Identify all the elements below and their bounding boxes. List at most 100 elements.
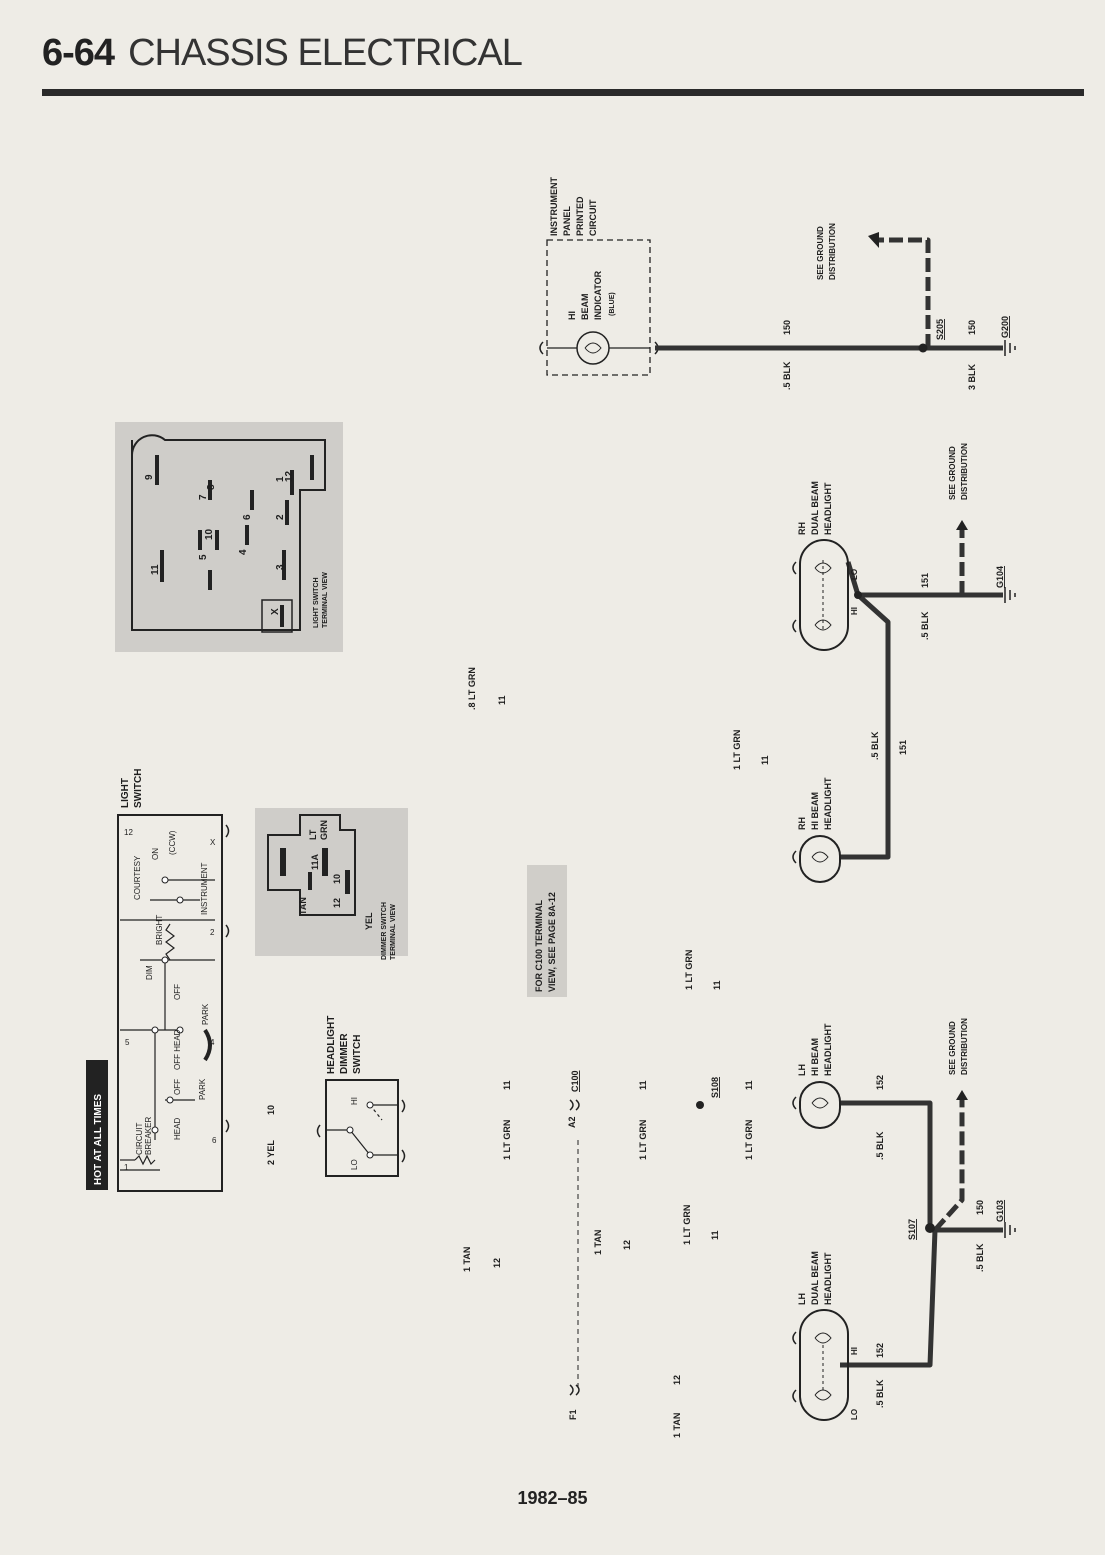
svg-text:S107: S107 [907, 1219, 917, 1240]
svg-text:11: 11 [710, 1230, 720, 1240]
svg-text:HI: HI [350, 1097, 359, 1105]
svg-text:2: 2 [210, 928, 215, 937]
svg-text:PANEL: PANEL [562, 206, 572, 236]
svg-text:DUAL BEAM: DUAL BEAM [810, 481, 820, 535]
svg-text:F1: F1 [568, 1409, 578, 1420]
svg-text:RH: RH [797, 817, 807, 830]
svg-text:HEADLIGHT: HEADLIGHT [823, 1023, 833, 1076]
svg-text:OFF: OFF [173, 1079, 182, 1095]
light-switch: LIGHT SWITCH CIRCUIT BREAKER HEAD OFF [117, 769, 230, 1192]
svg-text:LIGHT: LIGHT [120, 778, 131, 808]
page-header: 6-64 CHASSIS ELECTRICAL [42, 32, 523, 82]
svg-text:SEE GROUND: SEE GROUND [816, 226, 825, 280]
svg-text:HI BEAM: HI BEAM [810, 1038, 820, 1076]
svg-text:ON: ON [151, 848, 160, 860]
svg-text:5: 5 [198, 554, 209, 560]
svg-text:HEAD: HEAD [173, 1118, 182, 1140]
svg-text:DISTRIBUTION: DISTRIBUTION [828, 223, 837, 280]
svg-text:1: 1 [124, 1163, 129, 1172]
svg-text:(BLUE): (BLUE) [609, 292, 616, 316]
svg-text:11: 11 [638, 1080, 648, 1090]
headlight-connectors [792, 561, 797, 1403]
light-switch-terminal-view: 9 11 5 10 7 8 4 6 3 2 1 12 X LIGHT SWITC… [115, 422, 343, 652]
svg-text:HI: HI [567, 311, 577, 320]
svg-text:11: 11 [760, 755, 770, 765]
svg-text:PARK: PARK [198, 1078, 207, 1100]
bulb-icon [576, 331, 610, 365]
svg-text:CIRCUIT: CIRCUIT [588, 199, 598, 236]
svg-text:DIMMER: DIMMER [339, 1033, 350, 1074]
svg-text:G104: G104 [995, 566, 1005, 588]
svg-text:LT: LT [308, 829, 318, 840]
svg-text:DUAL BEAM: DUAL BEAM [810, 1251, 820, 1305]
svg-text:.5 BLK: .5 BLK [870, 731, 880, 760]
c100-note: FOR C100 TERMINAL VIEW, SEE PAGE 8A-12 [527, 865, 567, 997]
svg-text:.5 BLK: .5 BLK [875, 1131, 885, 1160]
svg-text:.5 BLK: .5 BLK [975, 1243, 985, 1272]
svg-text:12: 12 [332, 898, 342, 908]
svg-text:1 LT GRN: 1 LT GRN [684, 950, 694, 990]
svg-text:2: 2 [275, 514, 286, 520]
svg-text:LIGHT SWITCH: LIGHT SWITCH [313, 577, 320, 628]
svg-text:1 TAN: 1 TAN [462, 1247, 472, 1272]
instrument-panel-circuit: INSTRUMENT PANEL PRINTED CIRCUIT HI BEAM… [539, 177, 659, 376]
svg-text:SEE GROUND: SEE GROUND [948, 1021, 957, 1075]
svg-text:4: 4 [210, 1038, 215, 1047]
svg-text:HOT AT ALL TIMES: HOT AT ALL TIMES [93, 1094, 104, 1185]
svg-text:BEAM: BEAM [580, 294, 590, 321]
svg-text:DISTRIBUTION: DISTRIBUTION [960, 443, 969, 500]
svg-text:.5 BLK: .5 BLK [920, 611, 930, 640]
svg-text:3: 3 [275, 564, 286, 570]
svg-text:PRINTED: PRINTED [575, 196, 585, 236]
svg-text:COURTESY: COURTESY [133, 855, 142, 900]
wire-labels: 2 YEL 10 1 LT GRN 11 1 TAN 12 .8 LT GRN … [266, 667, 770, 1438]
svg-text:1 LT GRN: 1 LT GRN [744, 1120, 754, 1160]
svg-text:1 TAN: 1 TAN [593, 1230, 603, 1255]
svg-text:11: 11 [150, 564, 161, 575]
svg-text:HEADLIGHT: HEADLIGHT [326, 1016, 337, 1074]
svg-text:151: 151 [920, 573, 930, 588]
svg-text:G103: G103 [995, 1200, 1005, 1222]
svg-text:BREAKER: BREAKER [144, 1117, 153, 1155]
svg-text:HI: HI [850, 607, 859, 615]
svg-text:BRIGHT: BRIGHT [155, 915, 164, 945]
svg-text:GRN: GRN [319, 820, 329, 840]
svg-text:OFF: OFF [173, 984, 182, 1000]
svg-text:G200: G200 [1000, 316, 1010, 338]
svg-text:10: 10 [266, 1105, 276, 1115]
svg-text:11: 11 [744, 1080, 754, 1090]
svg-text:SWITCH: SWITCH [352, 1035, 363, 1074]
svg-text:150: 150 [782, 320, 792, 335]
page-footer: 1982–85 [517, 1488, 588, 1508]
svg-text:1 LT GRN: 1 LT GRN [682, 1205, 692, 1245]
svg-text:.5 BLK: .5 BLK [875, 1379, 885, 1408]
svg-text:X: X [270, 608, 281, 615]
svg-text:S205: S205 [935, 319, 945, 340]
svg-text:5: 5 [125, 1038, 130, 1047]
page-title: CHASSIS ELECTRICAL [128, 32, 523, 74]
svg-text:DISTRIBUTION: DISTRIBUTION [960, 1018, 969, 1075]
svg-text:6: 6 [212, 1136, 217, 1145]
svg-text:LO: LO [350, 1159, 359, 1170]
svg-text:7: 7 [198, 494, 209, 500]
headlight-dimmer-switch: HEADLIGHT DIMMER SWITCH LO HI [316, 1016, 406, 1177]
svg-text:8: 8 [206, 484, 217, 490]
svg-text:LO: LO [850, 569, 859, 580]
svg-text:INSTRUMENT: INSTRUMENT [200, 862, 209, 915]
svg-text:INDICATOR: INDICATOR [593, 270, 603, 320]
lh-hi-beam-headlight: LH HI BEAM HEADLIGHT [797, 1023, 841, 1129]
svg-text:152: 152 [875, 1075, 885, 1090]
ground-symbols [1004, 340, 1016, 1238]
svg-text:12: 12 [492, 1258, 502, 1268]
svg-text:CIRCUIT: CIRCUIT [135, 1122, 144, 1155]
ground-junctions [854, 232, 968, 1233]
svg-text:10: 10 [332, 874, 342, 884]
svg-text:HEADLIGHT: HEADLIGHT [823, 1252, 833, 1305]
header-rule [42, 89, 1084, 96]
ground-wire-labels: .5 BLK 150 3 BLK 150 S205 G200 .5 BLK 15… [782, 316, 1010, 1408]
svg-text:150: 150 [975, 1200, 985, 1215]
svg-text:RH: RH [797, 522, 807, 535]
svg-text:11: 11 [712, 980, 722, 990]
page-number: 6-64 [42, 32, 115, 74]
see-ground-distribution: SEE GROUND DISTRIBUTION SEE GROUND DISTR… [816, 223, 969, 1075]
